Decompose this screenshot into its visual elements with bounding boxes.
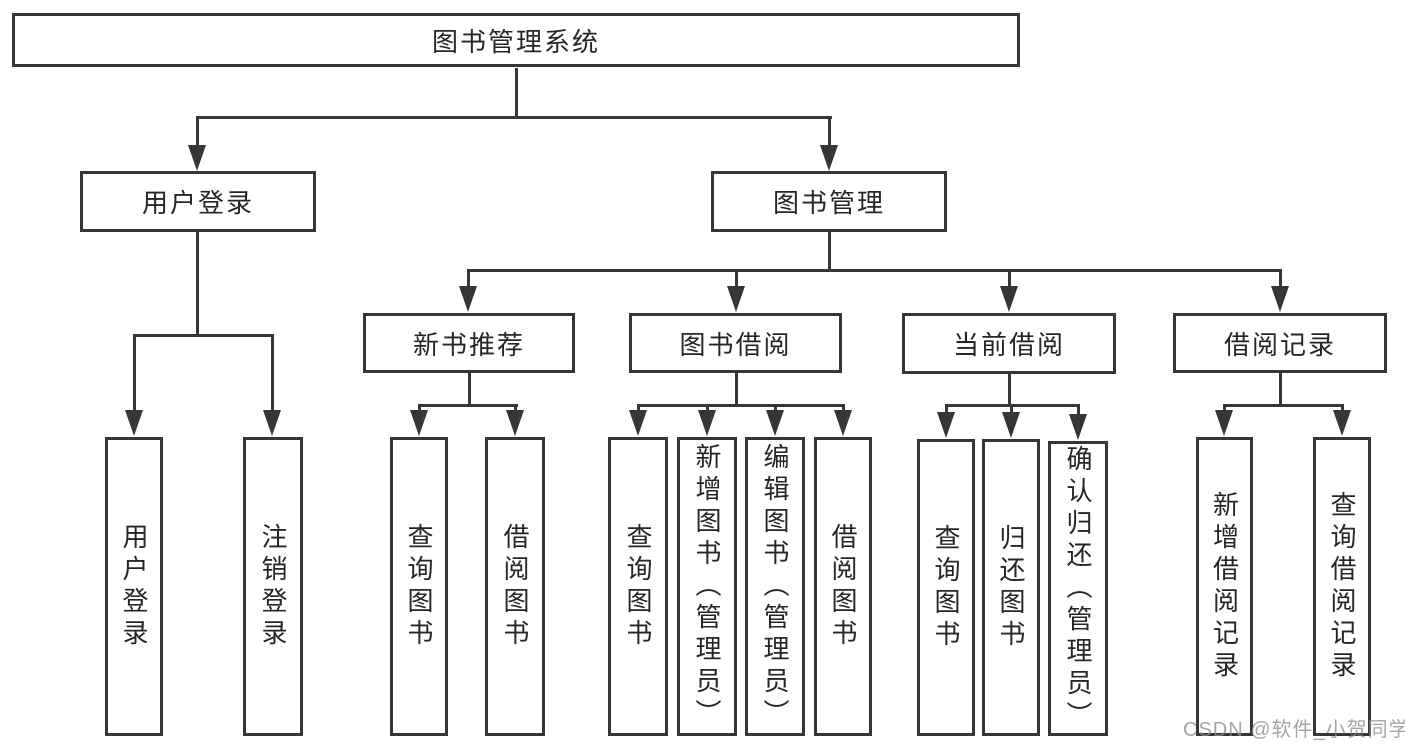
connector-arrowhead bbox=[1002, 412, 1020, 438]
connector-line bbox=[133, 334, 274, 337]
leaf-borrow-books-recommend: 借阅图书 bbox=[485, 437, 545, 736]
connector-line bbox=[828, 232, 831, 271]
connector-arrowhead bbox=[727, 286, 745, 312]
node-user-login: 用户登录 bbox=[80, 171, 316, 232]
connector-line bbox=[468, 373, 471, 406]
leaf-borrow-books-borrowing: 借阅图书 bbox=[814, 437, 872, 736]
connector-arrowhead bbox=[698, 410, 716, 436]
connector-line bbox=[1008, 374, 1011, 406]
connector-arrowhead bbox=[459, 286, 477, 312]
node-book-management: 图书管理 bbox=[711, 171, 947, 232]
leaf-confirm-return-admin: 确认归还（管理员） bbox=[1048, 441, 1108, 736]
connector-line bbox=[735, 373, 738, 406]
connector-line bbox=[467, 269, 1282, 272]
connector-arrowhead bbox=[1333, 410, 1351, 436]
leaf-logout: 注销登录 bbox=[243, 437, 303, 736]
leaf-edit-books-admin: 编辑图书（管理员） bbox=[745, 437, 805, 736]
connector-arrow-shaft bbox=[1008, 270, 1011, 292]
connector-line bbox=[637, 404, 845, 407]
connector-arrowhead bbox=[820, 145, 838, 171]
connector-arrowhead bbox=[1271, 286, 1289, 312]
connector-arrowhead bbox=[263, 410, 281, 436]
connector-arrow-shaft bbox=[271, 335, 274, 416]
leaf-query-borrow-record: 查询借阅记录 bbox=[1313, 437, 1371, 736]
leaf-add-books-admin: 新增图书（管理员） bbox=[677, 437, 737, 736]
connector-arrow-shaft bbox=[1010, 405, 1013, 418]
connector-arrowhead bbox=[1000, 286, 1018, 312]
connector-arrowhead bbox=[937, 412, 955, 438]
connector-arrowhead bbox=[125, 410, 143, 436]
leaf-add-borrow-record: 新增借阅记录 bbox=[1196, 437, 1253, 736]
node-current-borrowing: 当前借阅 bbox=[902, 313, 1116, 374]
connector-arrowhead bbox=[766, 410, 784, 436]
leaf-query-books-current: 查询图书 bbox=[917, 439, 975, 736]
connector-line bbox=[1279, 373, 1282, 406]
connector-line bbox=[196, 116, 832, 119]
connector-line bbox=[418, 404, 518, 407]
leaf-user-login: 用户登录 bbox=[105, 437, 163, 736]
node-book-borrowing: 图书借阅 bbox=[629, 313, 842, 373]
connector-arrowhead bbox=[506, 410, 524, 436]
leaf-return-books: 归还图书 bbox=[982, 439, 1040, 736]
connector-arrowhead bbox=[629, 410, 647, 436]
connector-arrowhead bbox=[834, 410, 852, 436]
node-borrowing-records: 借阅记录 bbox=[1173, 313, 1387, 373]
connector-arrow-shaft bbox=[945, 405, 948, 418]
leaf-query-books-recommend: 查询图书 bbox=[390, 437, 448, 736]
leaf-query-books-borrowing: 查询图书 bbox=[608, 437, 668, 736]
node-library-management-system: 图书管理系统 bbox=[12, 13, 1020, 67]
connector-arrow-shaft bbox=[735, 270, 738, 292]
connector-line bbox=[515, 68, 518, 118]
connector-arrow-shaft bbox=[1279, 270, 1282, 292]
connector-arrow-shaft bbox=[133, 335, 136, 416]
connector-arrow-shaft bbox=[467, 270, 470, 292]
connector-arrow-shaft bbox=[1077, 405, 1080, 420]
connector-arrowhead bbox=[188, 145, 206, 171]
node-new-book-recommendation: 新书推荐 bbox=[363, 313, 575, 373]
csdn-watermark: CSDN @软件_小贺同学 bbox=[1183, 719, 1405, 741]
connector-line bbox=[196, 232, 199, 336]
connector-arrowhead bbox=[1069, 414, 1087, 440]
connector-arrow-shaft bbox=[828, 117, 831, 151]
connector-arrow-shaft bbox=[196, 117, 199, 151]
connector-arrowhead bbox=[410, 410, 428, 436]
connector-line bbox=[1223, 404, 1344, 407]
connector-arrowhead bbox=[1215, 410, 1233, 436]
